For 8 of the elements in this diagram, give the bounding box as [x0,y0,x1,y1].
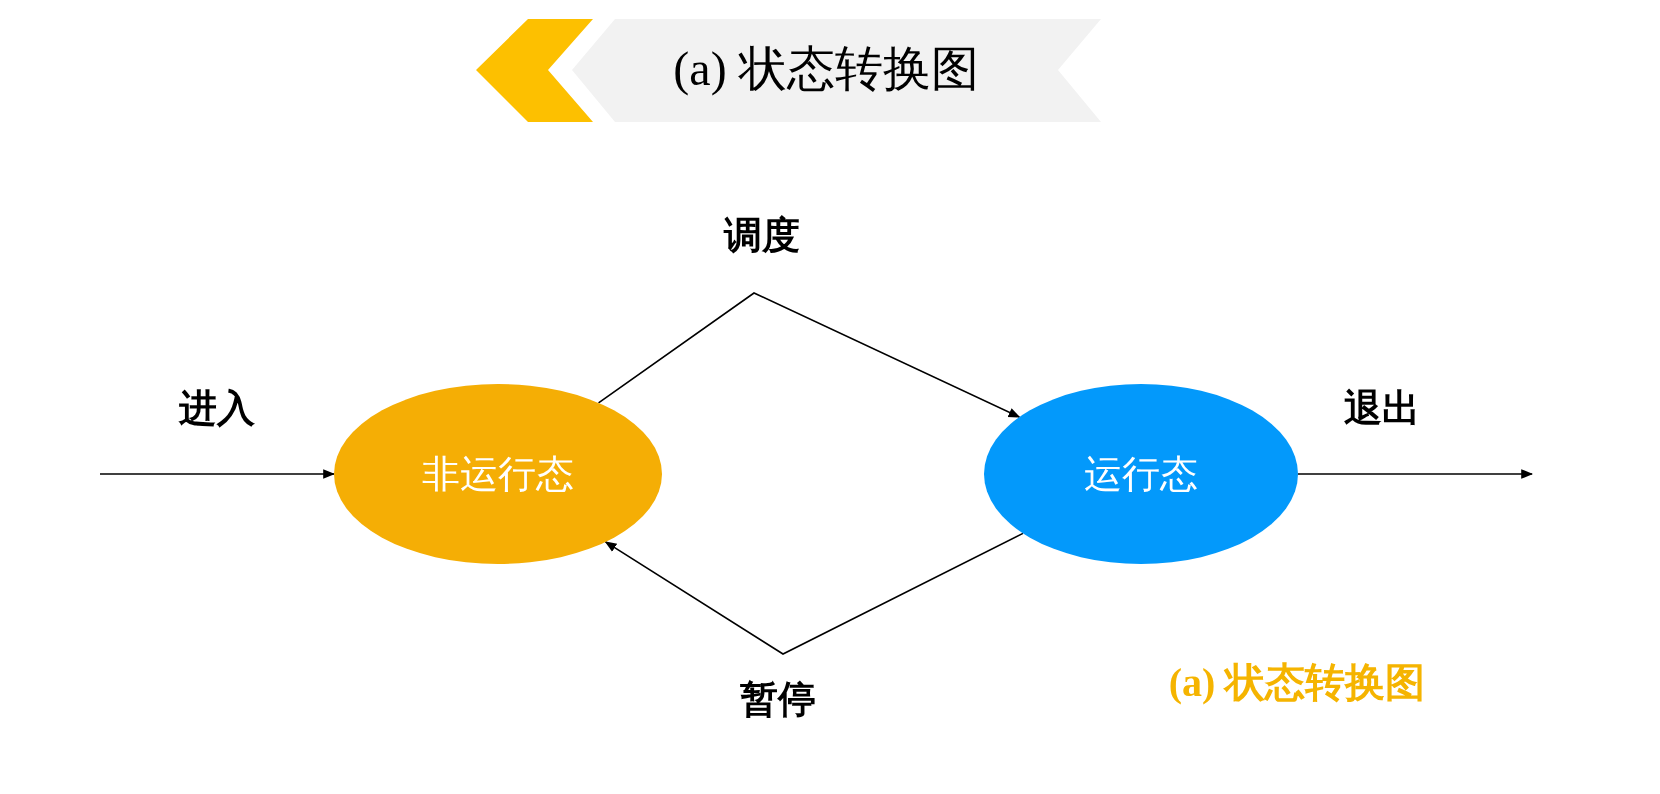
title: (a) 状态转换图 [673,41,979,98]
arrow [597,292,1021,418]
state-ellipse: 运行态 [984,384,1298,564]
arrow [99,469,336,479]
arrow [1297,469,1534,479]
arrow [604,532,1024,655]
state-ellipse: 非运行态 [334,384,662,564]
caption: (a) 状态转换图 [1168,659,1426,707]
